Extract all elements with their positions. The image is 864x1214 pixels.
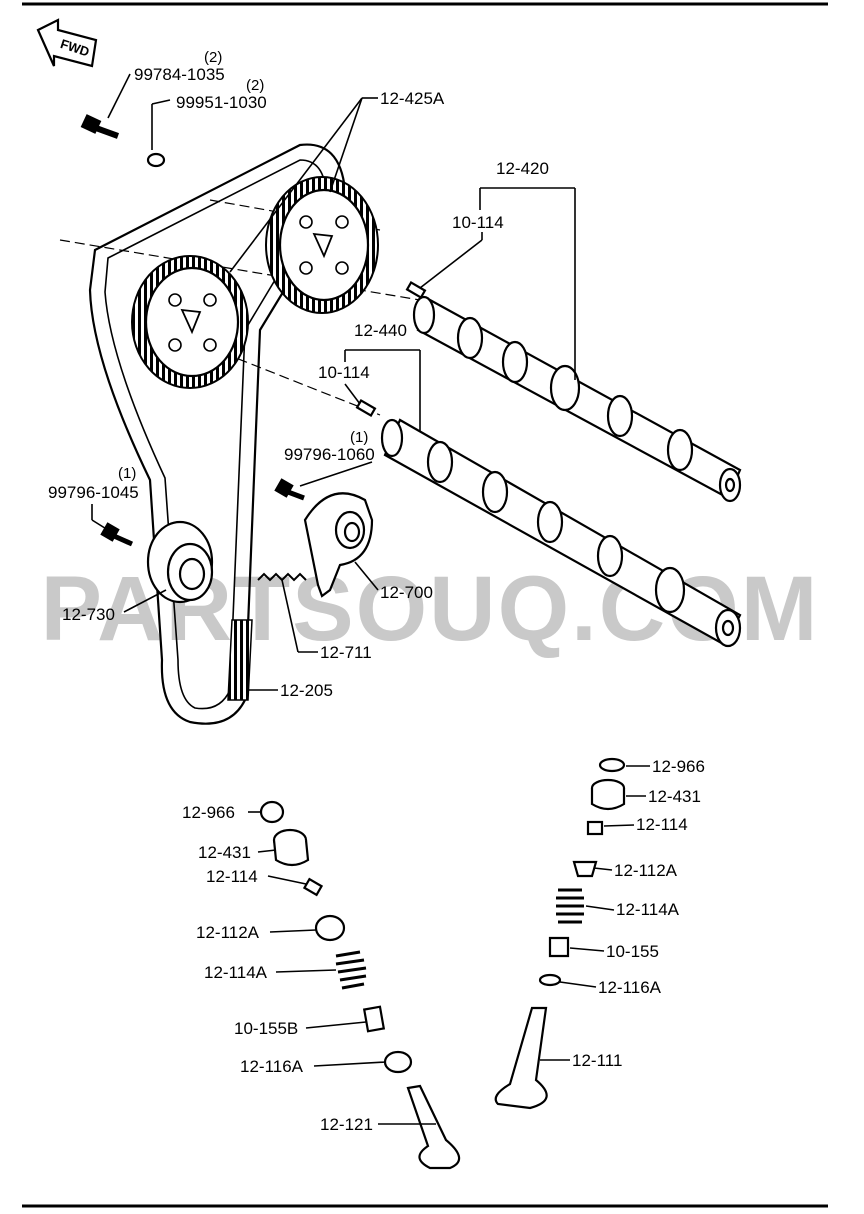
label-99951-1030[interactable]: 99951-1030: [176, 93, 267, 112]
valve-keeper-icon: [586, 820, 604, 836]
label-12-711[interactable]: 12-711: [320, 643, 372, 662]
exhaust-valve-icon: [494, 1006, 548, 1110]
bolt-icon: [274, 478, 305, 501]
label-12-114-left[interactable]: 12-114: [206, 867, 258, 886]
fwd-arrow-icon: FWD: [36, 18, 98, 68]
valve-keeper-icon: [302, 877, 324, 897]
valve-spring-icon: [335, 950, 367, 990]
belt-teeth: [227, 619, 253, 701]
label-10-114-upper[interactable]: 10-114: [452, 213, 504, 232]
label-12-966-right[interactable]: 12-966: [652, 757, 705, 776]
label-12-431-left[interactable]: 12-431: [198, 843, 251, 862]
intake-camshaft: [412, 295, 742, 503]
label-12-116A-right[interactable]: 12-116A: [598, 978, 662, 997]
spring-seat-icon: [538, 973, 562, 987]
timing-belt: [88, 143, 347, 725]
label-99784-1035[interactable]: 99784-1035: [134, 65, 225, 84]
label-12-112A-right[interactable]: 12-112A: [614, 861, 678, 880]
label-12-205[interactable]: 12-205: [280, 681, 333, 700]
bolt-icon: [100, 522, 134, 547]
idler-pulley: [146, 520, 214, 604]
label-12-111[interactable]: 12-111: [572, 1051, 622, 1070]
leader-lines: [91, 73, 650, 1125]
label-12-425A[interactable]: 12-425A: [380, 89, 445, 108]
tappet-icon: [590, 778, 626, 811]
camshaft-pulley-upper: [265, 176, 379, 314]
shim-icon: [259, 800, 285, 824]
label-12-114A-right[interactable]: 12-114A: [616, 900, 680, 919]
label-12-440[interactable]: 12-440: [354, 321, 407, 340]
part-labels: (2) 99784-1035 (2) 99951-1030 12-425A 12…: [48, 49, 705, 1134]
label-99796-1045[interactable]: 99796-1045: [48, 483, 139, 502]
camshaft-pulley-lower: [131, 255, 249, 389]
spring-retainer-icon: [314, 914, 346, 942]
label-12-112A-left[interactable]: 12-112A: [196, 923, 260, 942]
exhaust-camshaft: [380, 418, 742, 648]
washer-icon: [146, 152, 166, 168]
label-12-420[interactable]: 12-420: [496, 159, 549, 178]
label-12-121[interactable]: 12-121: [320, 1115, 373, 1134]
label-12-114-right[interactable]: 12-114: [636, 815, 688, 834]
shim-icon: [598, 757, 626, 773]
label-12-114A-left[interactable]: 12-114A: [204, 963, 268, 982]
bolt-icon: [80, 114, 120, 139]
valve-seal-icon: [362, 1005, 386, 1033]
spring-seat-icon: [383, 1050, 413, 1074]
qty-99796-1060: (1): [350, 429, 368, 446]
belt-tensioner: [303, 492, 374, 598]
label-12-700[interactable]: 12-700: [380, 583, 433, 602]
valve-spring-icon: [556, 888, 584, 924]
label-10-155B[interactable]: 10-155B: [234, 1019, 298, 1038]
label-99796-1060[interactable]: 99796-1060: [284, 445, 375, 464]
label-10-155[interactable]: 10-155: [606, 942, 659, 961]
label-12-730[interactable]: 12-730: [62, 605, 115, 624]
spring-retainer-icon: [572, 860, 598, 878]
qty-99951-1030: (2): [246, 77, 264, 94]
alignment-line: [139, 319, 381, 416]
qty-99796-1045: (1): [118, 465, 136, 482]
dowel-pin-upper: [405, 281, 427, 299]
label-10-114-lower[interactable]: 10-114: [318, 363, 370, 382]
valve-seal-icon: [548, 936, 570, 958]
label-12-116A-left[interactable]: 12-116A: [240, 1057, 304, 1076]
tappet-icon: [272, 828, 310, 867]
qty-99784-1035: (2): [204, 49, 222, 66]
intake-valve-icon: [406, 1084, 461, 1170]
label-12-966-left[interactable]: 12-966: [182, 803, 235, 822]
label-12-431-right[interactable]: 12-431: [648, 787, 701, 806]
